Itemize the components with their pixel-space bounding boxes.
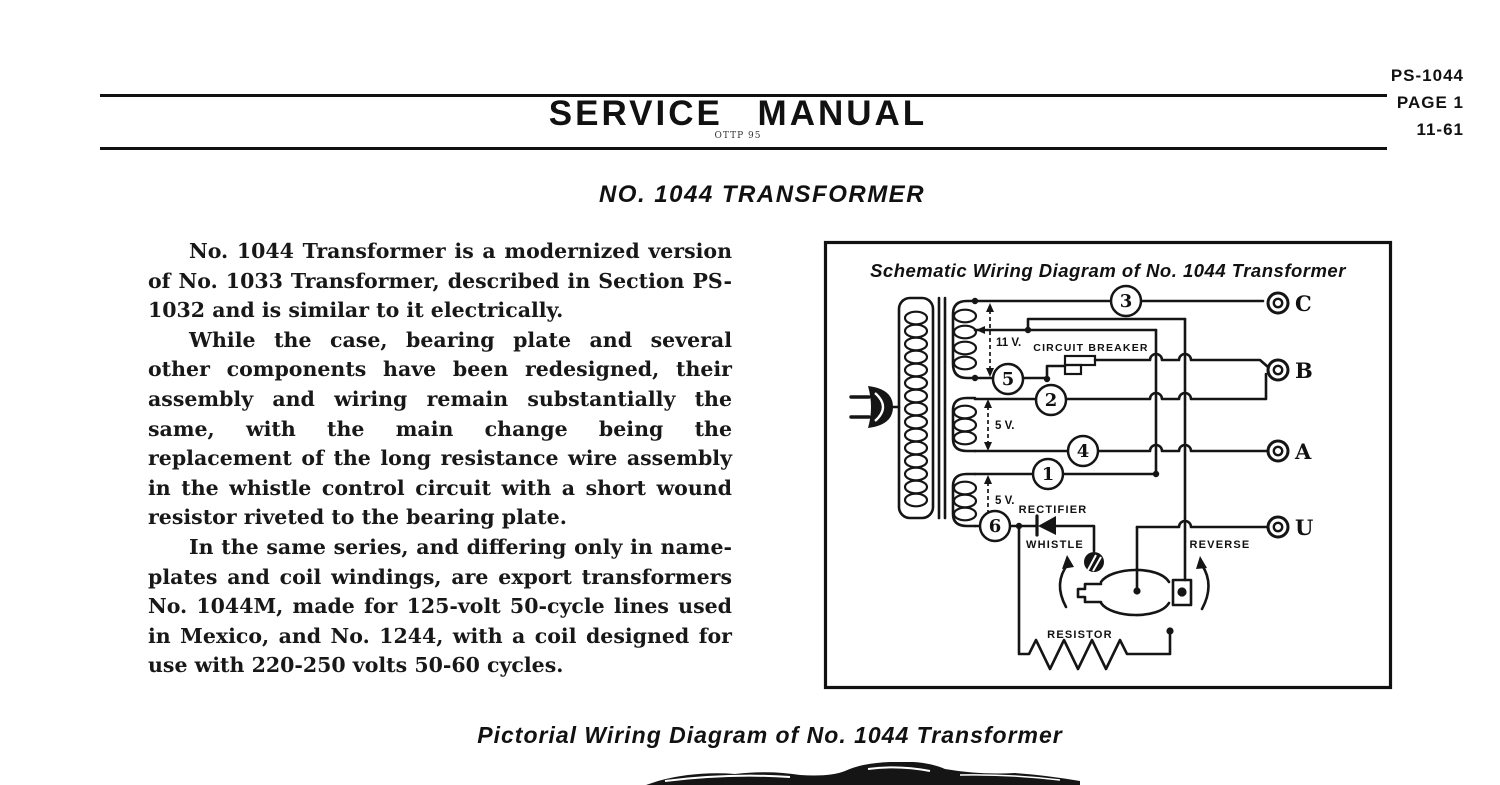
resistor-label: RESISTOR xyxy=(1047,629,1113,641)
voltage-measure-1: 11 V. xyxy=(986,303,1021,377)
terminal-label-b: B xyxy=(1295,358,1313,383)
wire-number-5: 5 xyxy=(991,362,1025,396)
page-number: PAGE 1 xyxy=(1396,93,1464,112)
wire-number-1: 1 xyxy=(1031,457,1065,491)
schematic-border xyxy=(823,240,1393,690)
svg-text:4: 4 xyxy=(1077,441,1090,462)
doc-reference-block: PS-1044 PAGE 1 11-61 xyxy=(1391,62,1464,143)
primary-winding xyxy=(897,296,935,520)
voltage-label-5v-a: 5 V. xyxy=(995,420,1014,432)
reverse-label: REVERSE xyxy=(1190,539,1251,551)
article-title: NO. 1044 TRANSFORMER xyxy=(598,181,926,208)
voltage-measure-2: 5 V. xyxy=(984,399,1014,451)
secondary-winding-2 xyxy=(951,396,978,453)
wire-number-2: 2 xyxy=(1034,383,1068,417)
svg-text:5: 5 xyxy=(1002,369,1015,390)
terminal-label-u: U xyxy=(1295,515,1313,540)
pictorial-caption: Pictorial Wiring Diagram of No. 1044 Tra… xyxy=(477,722,1063,748)
secondary-winding-3 xyxy=(951,472,978,528)
header-rule-top xyxy=(100,94,1387,97)
article-body: No. 1044 Transformer is a modernized ver… xyxy=(148,237,732,681)
wire-number-6: 6 xyxy=(978,509,1012,543)
secondary-winding-1 xyxy=(951,299,978,380)
circuit-breaker-label: CIRCUIT BREAKER xyxy=(1033,342,1148,354)
paragraph: No. 1044 Transformer is a modernized ver… xyxy=(148,239,732,323)
rectifier-label: RECTIFIER xyxy=(1019,504,1088,516)
circuit-breaker: CIRCUIT BREAKER xyxy=(1033,342,1148,376)
terminal-post-u: U xyxy=(1266,515,1313,540)
voltage-label-11v: 11 V. xyxy=(996,337,1021,349)
schematic-caption: Schematic Wiring Diagram of No. 1044 Tra… xyxy=(870,260,1347,281)
date-code: 11-61 xyxy=(1416,120,1464,139)
schematic-figure: Schematic Wiring Diagram of No. 1044 Tra… xyxy=(823,240,1393,690)
reverse-arrow xyxy=(1200,563,1210,611)
masthead-title: SERVICE MANUAL xyxy=(548,94,928,133)
wire-number-4: 4 xyxy=(1066,434,1100,468)
transformer-core xyxy=(937,296,947,520)
reverse-lever: REVERSE xyxy=(1076,539,1251,617)
wire-number-3: 3 xyxy=(1109,284,1143,318)
power-plug-icon xyxy=(849,386,901,428)
header-rule-bottom xyxy=(100,147,1387,150)
terminal-post-b: B xyxy=(1266,358,1313,383)
whistle-control: WHISTLE xyxy=(1026,539,1104,609)
terminal-label-a: A xyxy=(1294,439,1312,464)
svg-text:6: 6 xyxy=(989,516,1002,537)
terminal-post-c: C xyxy=(1266,291,1312,316)
doc-number: PS-1044 xyxy=(1390,66,1464,85)
whistle-label: WHISTLE xyxy=(1026,539,1084,551)
paragraph: In the same series, and differing only i… xyxy=(148,534,732,678)
terminal-post-a: A xyxy=(1266,439,1312,464)
terminal-label-c: C xyxy=(1295,291,1312,316)
svg-text:3: 3 xyxy=(1120,291,1133,312)
svg-text:1: 1 xyxy=(1042,464,1055,485)
paragraph: While the case, bearing plate and severa… xyxy=(148,327,732,530)
svg-text:2: 2 xyxy=(1045,390,1058,411)
masthead-print-code: OTTP 95 xyxy=(714,131,762,141)
pictorial-partial-image xyxy=(646,762,1080,785)
rectifier-diode: RECTIFIER xyxy=(1019,504,1088,537)
voltage-label-5v-b: 5 V. xyxy=(995,495,1014,507)
resistor-symbol xyxy=(1017,524,1172,671)
